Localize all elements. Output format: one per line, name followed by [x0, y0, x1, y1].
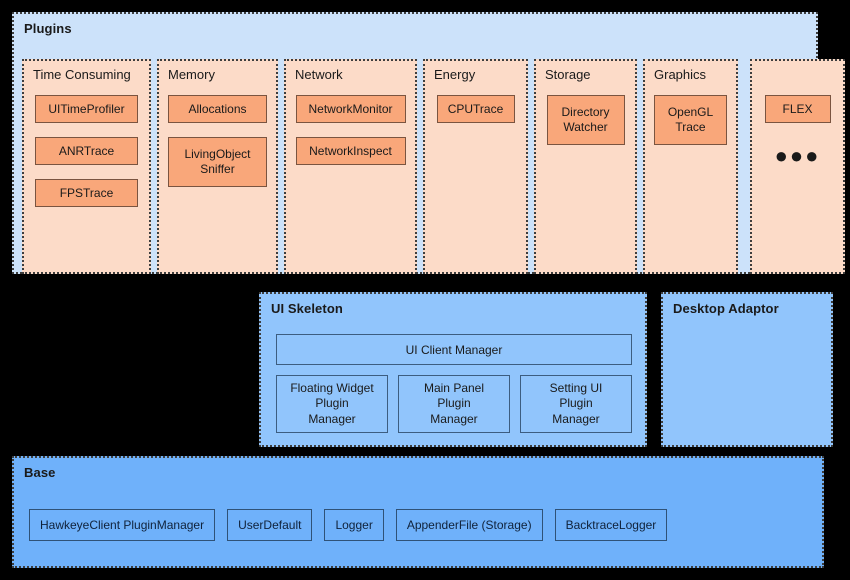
plugin-chip-flex[interactable]: FLEX — [764, 95, 831, 123]
desktop-adaptor-group-title: Desktop Adaptor — [673, 301, 779, 316]
plugin-column-time-consuming[interactable]: Time Consuming UITimeProfiler ANRTrace F… — [22, 59, 151, 274]
plugin-chip-directorywatcher[interactable]: Directory Watcher — [546, 95, 625, 145]
base-box-logger[interactable]: Logger — [324, 509, 384, 541]
plugin-column-title: Time Consuming — [33, 67, 131, 82]
plugin-chip-allocations[interactable]: Allocations — [168, 95, 267, 123]
plugin-chip-networkmonitor[interactable]: NetworkMonitor — [295, 95, 406, 123]
plugin-column-more[interactable]: FLEX ●●● — [750, 59, 845, 274]
base-item-row: HawkeyeClient PluginManager UserDefault … — [29, 509, 668, 541]
main-panel-plugin-manager-box[interactable]: Main Panel Plugin Manager — [398, 375, 510, 433]
plugin-column-body: OpenGL Trace — [645, 95, 736, 145]
desktop-adaptor-group: Desktop Adaptor — [661, 292, 833, 447]
base-group-title: Base — [24, 465, 56, 480]
base-box-backtracelogger[interactable]: BacktraceLogger — [554, 509, 668, 541]
setting-ui-plugin-manager-box[interactable]: Setting UI Plugin Manager — [520, 375, 632, 433]
plugin-column-body: Allocations LivingObject Sniffer — [159, 95, 276, 187]
plugin-chip-anrtrace[interactable]: ANRTrace — [35, 137, 138, 165]
plugin-chip-cputrace[interactable]: CPUTrace — [436, 95, 515, 123]
plugin-column-network[interactable]: Network NetworkMonitor NetworkInspect — [284, 59, 417, 274]
plugin-chip-livingobjectsniffer[interactable]: LivingObject Sniffer — [168, 137, 267, 187]
more-plugins-ellipsis-icon: ●●● — [774, 143, 821, 168]
plugin-column-title: Memory — [168, 67, 215, 82]
plugin-column-energy[interactable]: Energy CPUTrace — [423, 59, 528, 274]
base-box-hawkeyeclient-pluginmanager[interactable]: HawkeyeClient PluginManager — [29, 509, 216, 541]
plugin-column-memory[interactable]: Memory Allocations LivingObject Sniffer — [157, 59, 278, 274]
ui-client-manager-box[interactable]: UI Client Manager — [276, 334, 632, 365]
plugin-column-list: Time Consuming UITimeProfiler ANRTrace F… — [22, 59, 845, 274]
base-group: Base HawkeyeClient PluginManager UserDef… — [12, 456, 824, 568]
plugin-column-body: CPUTrace — [425, 95, 526, 123]
plugin-column-title: Graphics — [654, 67, 707, 82]
base-box-appenderfile-storage[interactable]: AppenderFile (Storage) — [395, 509, 543, 541]
plugin-column-body: FLEX ●●● — [752, 95, 843, 168]
floating-widget-plugin-manager-box[interactable]: Floating Widget Plugin Manager — [276, 375, 388, 433]
ui-skeleton-group-title: UI Skeleton — [271, 301, 343, 316]
plugins-group-title: Plugins — [24, 21, 72, 36]
plugin-chip-opengltrace[interactable]: OpenGL Trace — [654, 95, 727, 145]
base-box-userdefault[interactable]: UserDefault — [227, 509, 313, 541]
plugin-column-graphics[interactable]: Graphics OpenGL Trace — [643, 59, 738, 274]
plugin-column-title: Network — [295, 67, 343, 82]
plugin-chip-networkinspect[interactable]: NetworkInspect — [295, 137, 406, 165]
plugin-column-body: NetworkMonitor NetworkInspect — [286, 95, 415, 165]
plugin-column-body: Directory Watcher — [536, 95, 635, 145]
ui-skeleton-manager-row: Floating Widget Plugin Manager Main Pane… — [276, 375, 632, 433]
plugin-chip-uitimeprofiler[interactable]: UITimeProfiler — [35, 95, 138, 123]
plugin-column-storage[interactable]: Storage Directory Watcher — [534, 59, 637, 274]
plugin-column-body: UITimeProfiler ANRTrace FPSTrace — [24, 95, 149, 207]
plugin-column-title: Storage — [545, 67, 591, 82]
plugin-chip-fpstrace[interactable]: FPSTrace — [35, 179, 138, 207]
plugins-group: Plugins Time Consuming UITimeProfiler AN… — [12, 12, 845, 274]
plugin-column-title: Energy — [434, 67, 476, 82]
ui-skeleton-group: UI Skeleton UI Client Manager Floating W… — [259, 292, 647, 447]
